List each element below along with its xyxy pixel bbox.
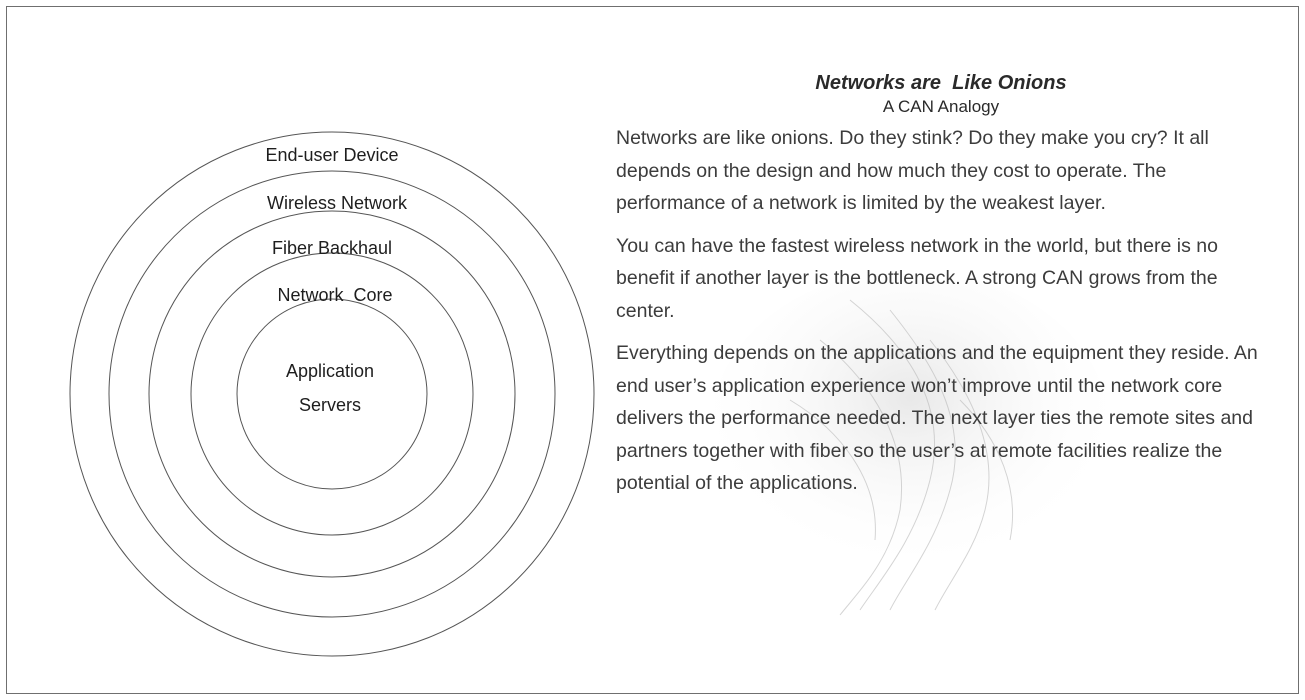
article: Networks are Like Onions A CAN Analogy N… [616, 70, 1266, 510]
label-wireless-network: Wireless Network [267, 193, 408, 213]
ring-application-servers [236, 298, 428, 490]
label-application-servers-line2: Servers [299, 395, 361, 415]
ring-wireless-network [108, 170, 556, 618]
ring-end-user-device [69, 131, 595, 657]
article-paragraph-3: Everything depends on the applications a… [616, 342, 1258, 494]
ring-fiber-backhaul [148, 210, 516, 578]
article-title: Networks are Like Onions [815, 72, 1067, 94]
ring-network-core [190, 252, 474, 536]
article-subtitle: A CAN Analogy [882, 97, 1000, 116]
label-end-user-device: End-user Device [265, 145, 398, 165]
article-paragraph-1: Networks are like onions. Do they stink?… [616, 127, 1209, 214]
label-application-servers-line1: Application [286, 361, 374, 381]
onion-layers-diagram: End-user Device Wireless Network Fiber B… [69, 131, 595, 657]
article-paragraph-2: You can have the fastest wireless networ… [616, 234, 1218, 322]
label-network-core: Network Core [277, 285, 392, 305]
label-fiber-backhaul: Fiber Backhaul [272, 238, 392, 258]
